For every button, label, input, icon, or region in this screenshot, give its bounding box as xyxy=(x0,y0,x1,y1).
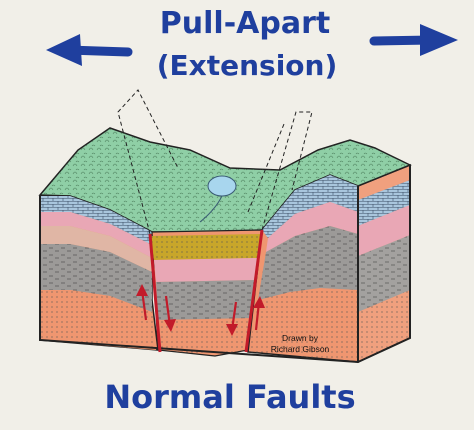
fault-motion-arrow-icon xyxy=(136,284,148,321)
fault-block-diagram: Drawn by Richard Gibson xyxy=(38,89,412,364)
fault-motion-arrow-icon xyxy=(164,295,176,332)
title-line-1: Pull-Apart xyxy=(160,6,330,41)
footer-title: Normal Faults xyxy=(104,378,355,416)
credit-line-2: Richard Gibson xyxy=(271,344,330,354)
right-arrow-icon xyxy=(369,24,458,56)
left-fault-line xyxy=(148,233,162,353)
fault-motion-arrow-icon xyxy=(253,296,265,331)
right-fault-line xyxy=(244,229,264,353)
eroded-block-outline xyxy=(117,89,179,235)
left-arrow-icon xyxy=(46,34,133,66)
title-line-2: (Extension) xyxy=(157,49,338,82)
credit-line-1: Drawn by xyxy=(282,333,319,343)
fault-motion-arrow-icon xyxy=(226,301,238,336)
